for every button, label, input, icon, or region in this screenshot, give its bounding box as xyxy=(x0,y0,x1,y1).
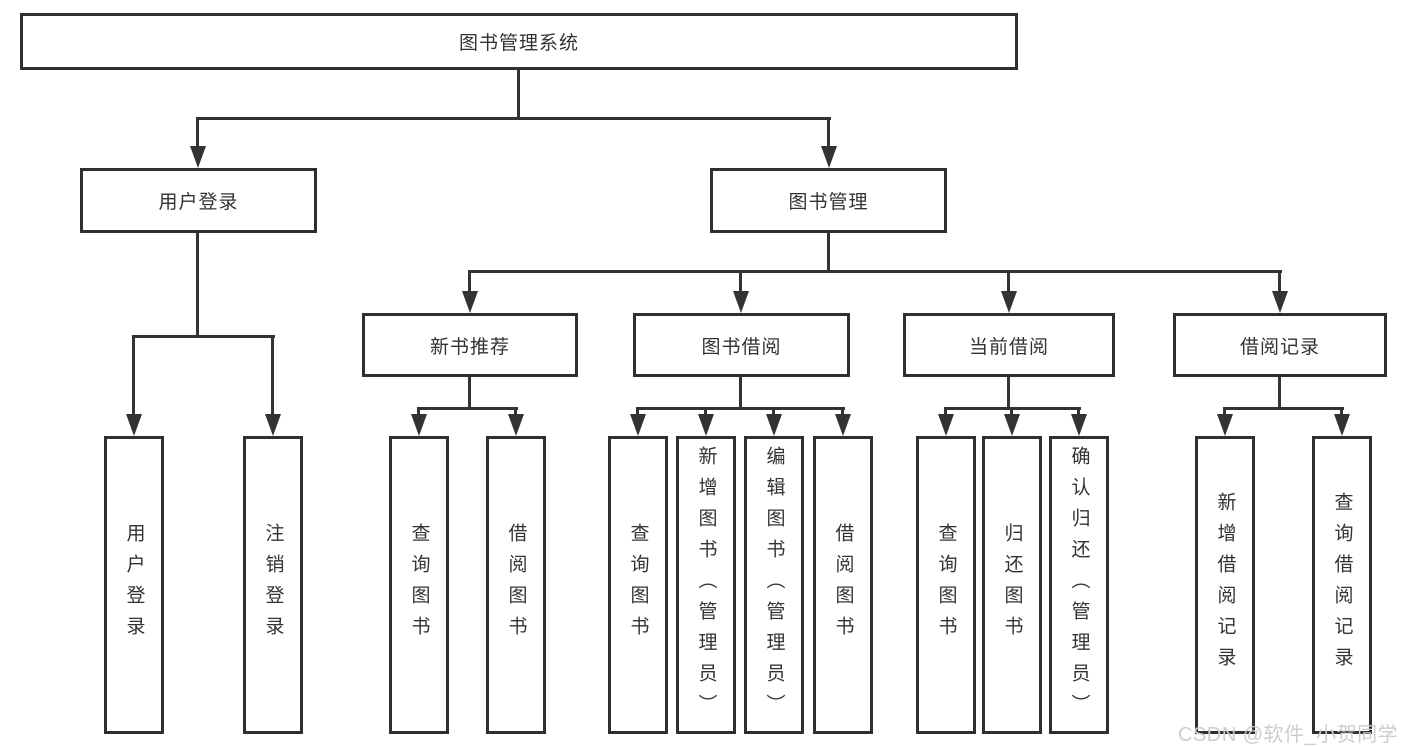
leaf-current-return-book: 归还图书 xyxy=(982,436,1042,734)
connector-line-h xyxy=(196,117,831,120)
leaf-current-query-book: 查询图书 xyxy=(916,436,976,734)
arrowhead-icon xyxy=(265,414,281,436)
arrowhead-icon xyxy=(938,414,954,436)
leaf-borrow-query-book: 查询图书 xyxy=(608,436,668,734)
node-label: 新增图书（管理员） xyxy=(695,445,717,725)
arrowhead-icon xyxy=(462,291,478,313)
node-label: 图书借阅 xyxy=(701,336,782,358)
arrowhead-icon xyxy=(1001,291,1017,313)
node-current-borrow: 当前借阅 xyxy=(903,313,1115,377)
arrowhead-icon xyxy=(766,414,782,436)
node-label: 借阅图书 xyxy=(505,523,527,647)
connector-line-h xyxy=(468,270,1282,273)
node-label: 查询图书 xyxy=(408,523,430,647)
node-book-management: 图书管理 xyxy=(710,168,947,233)
node-book-borrow: 图书借阅 xyxy=(633,313,850,377)
connector-line-v xyxy=(827,233,830,273)
node-label: 用户登录 xyxy=(123,523,145,647)
connector-line-v xyxy=(1340,407,1343,416)
leaf-newbook-query-book: 查询图书 xyxy=(389,436,449,734)
leaf-current-confirm-return-admin: 确认归还（管理员） xyxy=(1049,436,1109,734)
node-label: 查询借阅记录 xyxy=(1331,492,1353,678)
node-label: 借阅记录 xyxy=(1239,336,1320,358)
connector-line-v xyxy=(636,407,639,416)
node-label: 图书管理系统 xyxy=(458,33,579,54)
leaf-borrow-borrow-book: 借阅图书 xyxy=(813,436,873,734)
node-label: 查询图书 xyxy=(935,523,957,647)
connector-line-v xyxy=(468,377,471,410)
leaf-user-login: 用户登录 xyxy=(104,436,164,734)
connector-line-v xyxy=(944,407,947,416)
node-label: 用户登录 xyxy=(158,192,239,213)
arrowhead-icon xyxy=(1272,291,1288,313)
arrowhead-icon xyxy=(190,146,206,168)
connector-line-v xyxy=(1278,270,1281,295)
arrowhead-icon xyxy=(1071,414,1087,436)
node-label: 新书推荐 xyxy=(429,336,510,358)
connector-line-h xyxy=(1223,407,1344,410)
leaf-borrow-add-book-admin: 新增图书（管理员） xyxy=(676,436,736,734)
connector-line-v xyxy=(271,335,274,416)
connector-line-h xyxy=(132,335,275,338)
node-user-login: 用户登录 xyxy=(80,168,317,233)
node-label: 查询图书 xyxy=(627,523,649,647)
connector-line-v xyxy=(1010,407,1013,416)
connector-line-v xyxy=(517,70,520,120)
connector-line-v xyxy=(132,335,135,416)
connector-line-v xyxy=(1223,407,1226,416)
arrowhead-icon xyxy=(1217,414,1233,436)
connector-line-v xyxy=(704,407,707,416)
connector-line-v xyxy=(1077,407,1080,416)
arrowhead-icon xyxy=(508,414,524,436)
arrowhead-icon xyxy=(1004,414,1020,436)
arrowhead-icon xyxy=(835,414,851,436)
arrowhead-icon xyxy=(821,146,837,168)
connector-line-v xyxy=(827,117,830,147)
node-label: 借阅图书 xyxy=(832,523,854,647)
connector-line-v xyxy=(196,117,199,147)
node-label: 归还图书 xyxy=(1001,523,1023,647)
connector-line-v xyxy=(1007,270,1010,295)
arrowhead-icon xyxy=(698,414,714,436)
connector-line-v xyxy=(739,270,742,295)
leaf-borrow-edit-book-admin: 编辑图书（管理员） xyxy=(744,436,804,734)
arrowhead-icon xyxy=(733,291,749,313)
node-borrow-records: 借阅记录 xyxy=(1173,313,1387,377)
arrowhead-icon xyxy=(630,414,646,436)
leaf-newbook-borrow-book: 借阅图书 xyxy=(486,436,546,734)
node-label: 图书管理 xyxy=(788,192,869,213)
node-label: 当前借阅 xyxy=(968,336,1049,358)
connector-line-v xyxy=(772,407,775,416)
connector-line-v xyxy=(196,233,199,338)
connector-line-v xyxy=(468,270,471,295)
node-label: 编辑图书（管理员） xyxy=(763,445,785,725)
csdn-watermark: CSDN @软件_小贺同学 xyxy=(1178,724,1399,746)
connector-line-v xyxy=(1278,377,1281,410)
node-label: 确认归还（管理员） xyxy=(1068,445,1090,725)
connector-line-h xyxy=(636,407,845,410)
connector-line-v xyxy=(514,407,517,416)
arrowhead-icon xyxy=(126,414,142,436)
node-label: 新增借阅记录 xyxy=(1214,492,1236,678)
node-label: 注销登录 xyxy=(262,523,284,647)
node-library-management-system: 图书管理系统 xyxy=(20,13,1018,70)
connector-line-h xyxy=(417,407,518,410)
connector-line-v xyxy=(739,377,742,410)
leaf-logout: 注销登录 xyxy=(243,436,303,734)
node-new-book-recommend: 新书推荐 xyxy=(362,313,578,377)
leaf-records-query-record: 查询借阅记录 xyxy=(1312,436,1372,734)
leaf-records-add-record: 新增借阅记录 xyxy=(1195,436,1255,734)
connector-line-v xyxy=(841,407,844,416)
connector-line-v xyxy=(1007,377,1010,410)
arrowhead-icon xyxy=(411,414,427,436)
connector-line-v xyxy=(417,407,420,416)
arrowhead-icon xyxy=(1334,414,1350,436)
